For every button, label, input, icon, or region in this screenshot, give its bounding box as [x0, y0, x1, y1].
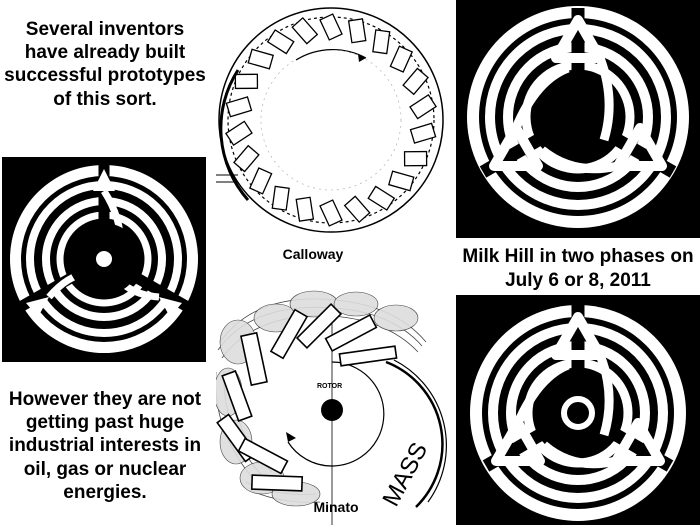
stator-magnet	[266, 29, 295, 55]
stator-magnet	[367, 185, 396, 211]
stator-magnet	[271, 185, 290, 211]
stator-magnet	[225, 120, 253, 147]
stator-magnet	[248, 167, 273, 195]
outro-text: However they are not getting past huge i…	[8, 389, 202, 503]
minato-mass-label: MASS	[377, 438, 433, 511]
stator-magnet	[403, 150, 428, 167]
crop-circle-photo-left	[2, 157, 206, 362]
milk-hill-photo-phase-2	[456, 295, 700, 525]
stator-magnet	[402, 67, 429, 96]
intro-text: Several inventors have already built suc…	[4, 19, 206, 110]
milk-hill-caption: Milk Hill in two phases on July 6 or 8, …	[462, 246, 694, 291]
stator-magnet	[225, 96, 253, 118]
stator-magnet	[319, 13, 343, 41]
stator-magnet	[295, 196, 315, 222]
minato-caption: Minato	[313, 499, 359, 515]
stator-magnet	[291, 16, 319, 45]
minato-rotor-label: ROTOR	[317, 383, 342, 390]
calloway-motor-drawing	[208, 0, 454, 240]
stator-magnet	[234, 73, 259, 90]
stator-magnet	[343, 195, 371, 224]
stator-magnet	[409, 93, 437, 120]
stator-magnet	[247, 48, 275, 70]
calloway-caption: Calloway	[282, 246, 344, 262]
stator-magnet	[347, 18, 367, 44]
stator-magnet	[387, 170, 415, 192]
milk-hill-photo-phase-1	[456, 0, 700, 238]
stator-magnet	[389, 45, 414, 73]
stator-magnet	[319, 199, 343, 227]
stator-magnet	[409, 122, 437, 144]
stator-magnet	[233, 144, 260, 173]
stator-magnet	[372, 29, 391, 55]
minato-wheel-drawing: ROTOR MASS	[213, 282, 454, 525]
